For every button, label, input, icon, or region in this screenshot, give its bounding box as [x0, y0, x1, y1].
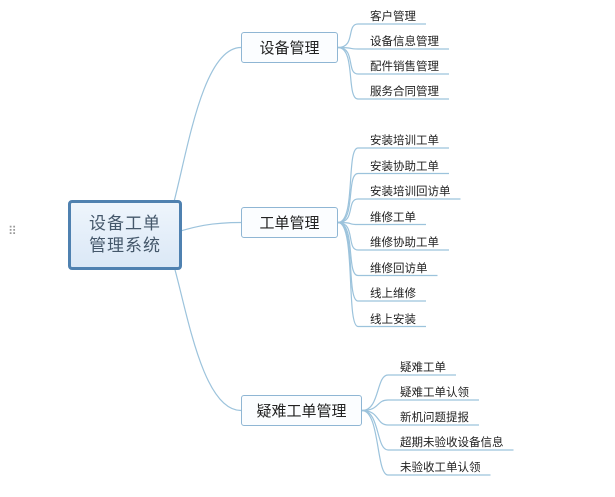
branch-to-leaf-line	[337, 46, 449, 100]
branch-workorder-management[interactable]: 工单管理	[241, 207, 338, 238]
branch-to-leaf-line	[337, 46, 449, 50]
leaf-item[interactable]: 配件销售管理	[370, 59, 439, 73]
branch-to-leaf-line	[361, 409, 514, 451]
branch-label: 工单管理	[259, 214, 320, 232]
drag-handle-icon[interactable]: ⠿	[8, 224, 18, 238]
leaf-item[interactable]: 维修协助工单	[370, 235, 439, 249]
branch-difficult-workorder-management[interactable]: 疑难工单管理	[241, 395, 362, 426]
branch-to-leaf-line	[337, 23, 426, 49]
leaf-item[interactable]: 服务合同管理	[370, 84, 439, 98]
branch-to-leaf-line	[337, 198, 461, 224]
leaf-item[interactable]: 安装协助工单	[370, 158, 439, 173]
leaf-item[interactable]: 线上安装	[370, 311, 416, 326]
leaf-item[interactable]: 设备信息管理	[370, 34, 439, 48]
branch-to-leaf-line	[337, 147, 449, 224]
leaf-item[interactable]: 未验收工单认领	[400, 460, 481, 474]
leaf-item[interactable]: 维修工单	[370, 209, 416, 224]
root-title-line2: 管理系统	[89, 236, 161, 256]
branch-to-leaf-line	[361, 409, 491, 476]
branch-to-leaf-line	[337, 221, 426, 226]
leaf-item[interactable]: 安装培训工单	[370, 133, 439, 147]
leaf-item[interactable]: 疑难工单认领	[400, 385, 469, 399]
leaf-item[interactable]: 新机问题提报	[400, 410, 469, 424]
branch-to-leaf-line	[361, 374, 456, 412]
branch-to-leaf-line	[337, 172, 449, 224]
root-node[interactable]: 设备工单 管理系统	[68, 200, 182, 270]
branch-to-leaf-line	[337, 221, 426, 328]
branch-label: 设备管理	[259, 39, 320, 57]
leaf-item[interactable]: 超期未验收设备信息	[400, 435, 504, 449]
leaf-item[interactable]: 线上维修	[370, 286, 416, 300]
leaf-item[interactable]: 疑难工单	[400, 360, 446, 374]
root-title-line1: 设备工单	[89, 214, 161, 234]
branch-label: 疑难工单管理	[256, 402, 347, 420]
leaf-item[interactable]: 客户管理	[370, 9, 416, 23]
leaf-item[interactable]: 安装培训回访单	[370, 184, 451, 198]
branch-device-management[interactable]: 设备管理	[241, 32, 338, 63]
branch-to-leaf-line	[361, 399, 479, 412]
leaf-item[interactable]: 维修回访单	[370, 260, 428, 275]
